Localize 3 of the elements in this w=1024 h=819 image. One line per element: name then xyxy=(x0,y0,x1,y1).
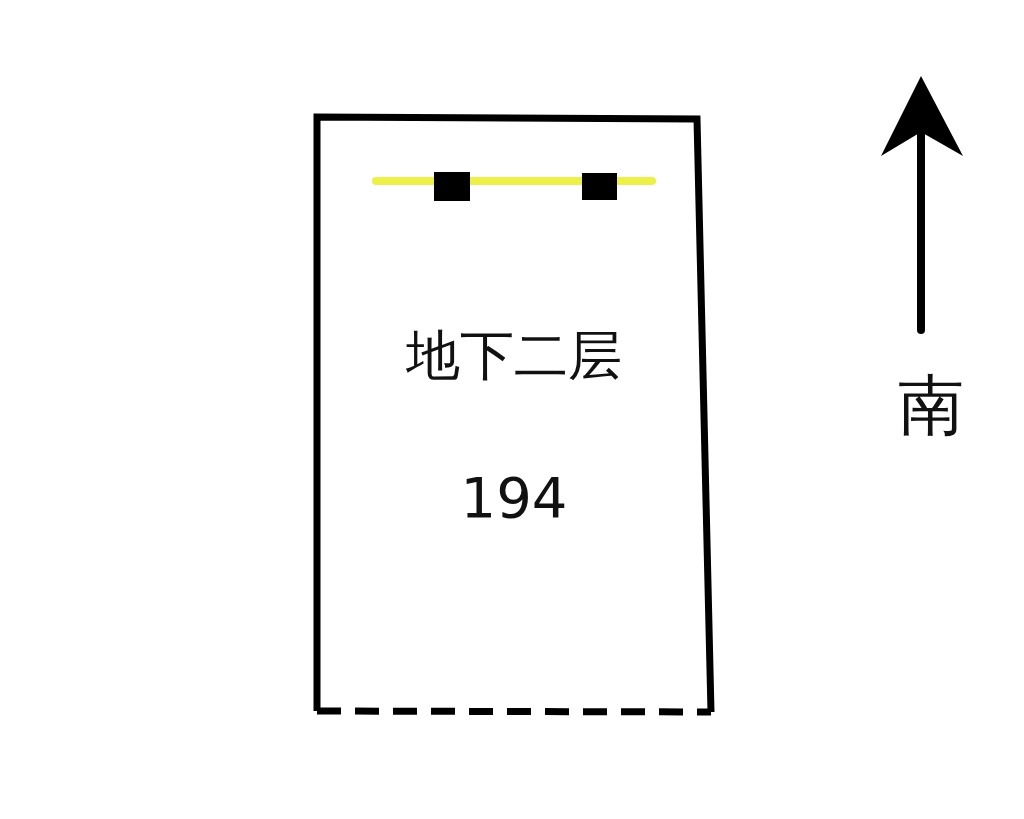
area-number: 194 xyxy=(460,466,568,531)
direction-label: 南 xyxy=(898,370,964,443)
floor-label: 地下二层 xyxy=(406,325,622,388)
